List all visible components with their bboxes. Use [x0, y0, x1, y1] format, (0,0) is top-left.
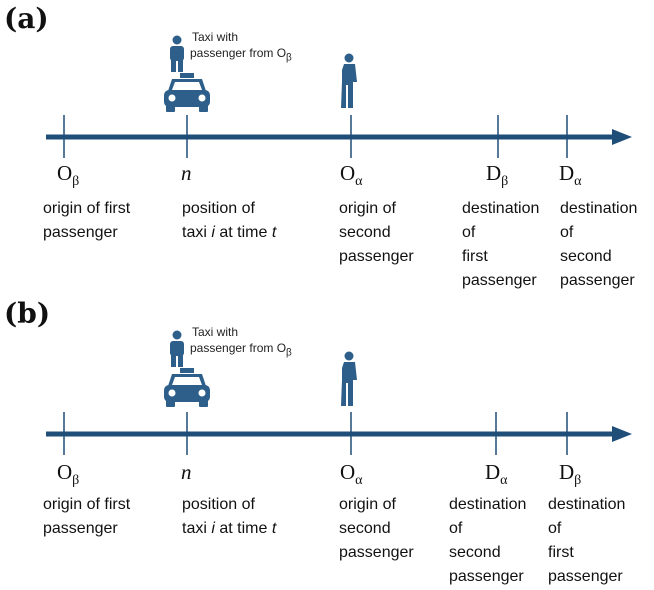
point-symbol: Oα	[340, 460, 363, 488]
point-symbol: Dα	[485, 460, 508, 488]
panel-label: (a)	[4, 2, 49, 35]
point-symbol: Oα	[340, 161, 363, 189]
taxi-caption-line1: Taxi with	[192, 325, 239, 339]
axis-arrowhead	[612, 426, 632, 442]
taxi-icon	[164, 368, 210, 407]
taxi-caption-text: passenger from O	[190, 46, 287, 60]
panel-a: (a) Ta	[4, 2, 638, 289]
point-description: position of taxi i at time t	[182, 197, 276, 245]
seated-passenger-icon	[170, 330, 184, 367]
point-symbol: n	[181, 460, 192, 484]
point-symbol: n	[181, 161, 192, 185]
point-description: position of taxi i at time t	[182, 493, 276, 541]
seated-passenger-icon	[170, 35, 184, 72]
taxi-position-line2: taxi i at time t	[182, 224, 277, 241]
timeline-diagram	[46, 35, 632, 158]
taxi-caption: Taxi with passenger from Oβ	[190, 29, 292, 66]
axis-arrowhead	[612, 129, 632, 145]
taxi-position-line2: taxi i at time t	[182, 520, 277, 537]
taxi-caption-subscript: β	[286, 52, 292, 64]
point-symbol: Oβ	[57, 460, 80, 488]
taxi-icon	[164, 73, 210, 112]
taxi-caption-line1: Taxi with	[192, 30, 239, 44]
standing-passenger-icon	[341, 351, 357, 406]
panel-label: (b)	[4, 297, 51, 330]
taxi-caption: Taxi with passenger from Oβ	[190, 324, 292, 361]
taxi-caption-line2: passenger from Oβ	[190, 340, 292, 361]
taxi-caption-text: passenger from O	[190, 341, 287, 355]
taxi-caption-line2: passenger from Oβ	[190, 45, 292, 66]
standing-passenger-icon	[341, 53, 357, 108]
point-symbol: Dβ	[559, 460, 582, 488]
panel-b: (b) Taxi with pas	[0, 295, 654, 590]
timeline-diagram	[46, 330, 632, 455]
point-symbol: Dβ	[486, 161, 509, 189]
taxi-caption-subscript: β	[286, 347, 292, 359]
point-symbol: Dα	[559, 161, 582, 189]
point-symbol: Oβ	[57, 161, 80, 189]
